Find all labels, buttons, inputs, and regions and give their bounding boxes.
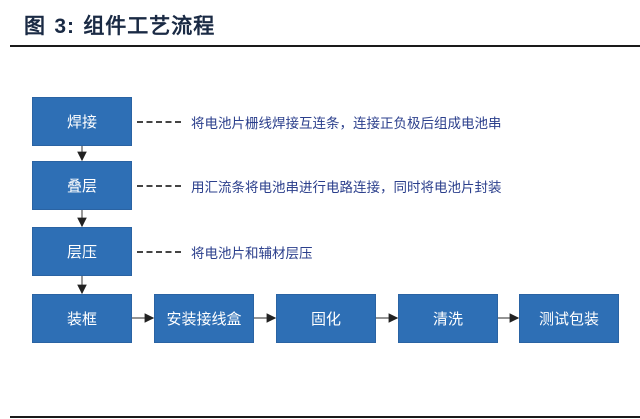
step-label: 安装接线盒	[166, 310, 242, 328]
step-box-testing-packaging: 测试包装	[519, 294, 619, 343]
step-label: 焊接	[66, 113, 97, 131]
step-label: 测试包装	[538, 310, 599, 328]
bottom-rule	[10, 416, 640, 418]
step-description: 用汇流条将电池串进行电路连接，同时将电池片封装	[191, 180, 502, 196]
step-label: 清洗	[432, 310, 463, 328]
step-box-curing: 固化	[276, 294, 376, 343]
figure-title: 图 3: 组件工艺流程	[24, 10, 215, 40]
dashed-leader	[137, 185, 181, 187]
step-box-junction-box: 安装接线盒	[154, 294, 254, 343]
figure-number: 3:	[54, 15, 75, 38]
top-rule	[10, 45, 640, 47]
figure-title-text: 组件工艺流程	[83, 14, 216, 38]
step-box-layup: 叠层	[32, 161, 132, 210]
step-label: 固化	[310, 310, 341, 328]
step-label: 叠层	[66, 177, 97, 195]
dashed-leader	[137, 251, 181, 253]
dashed-leader	[137, 121, 181, 123]
step-box-framing: 装框	[32, 294, 132, 343]
step-description: 将电池片栅线焊接互连条，连接正负极后组成电池串	[191, 116, 502, 132]
step-box-welding: 焊接	[32, 97, 132, 146]
figure-prefix: 图	[24, 14, 46, 38]
step-box-lamination: 层压	[32, 227, 132, 276]
step-label: 层压	[66, 243, 97, 261]
step-label: 装框	[66, 310, 97, 328]
step-description: 将电池片和辅材层压	[191, 246, 313, 262]
step-box-cleaning: 清洗	[398, 294, 498, 343]
